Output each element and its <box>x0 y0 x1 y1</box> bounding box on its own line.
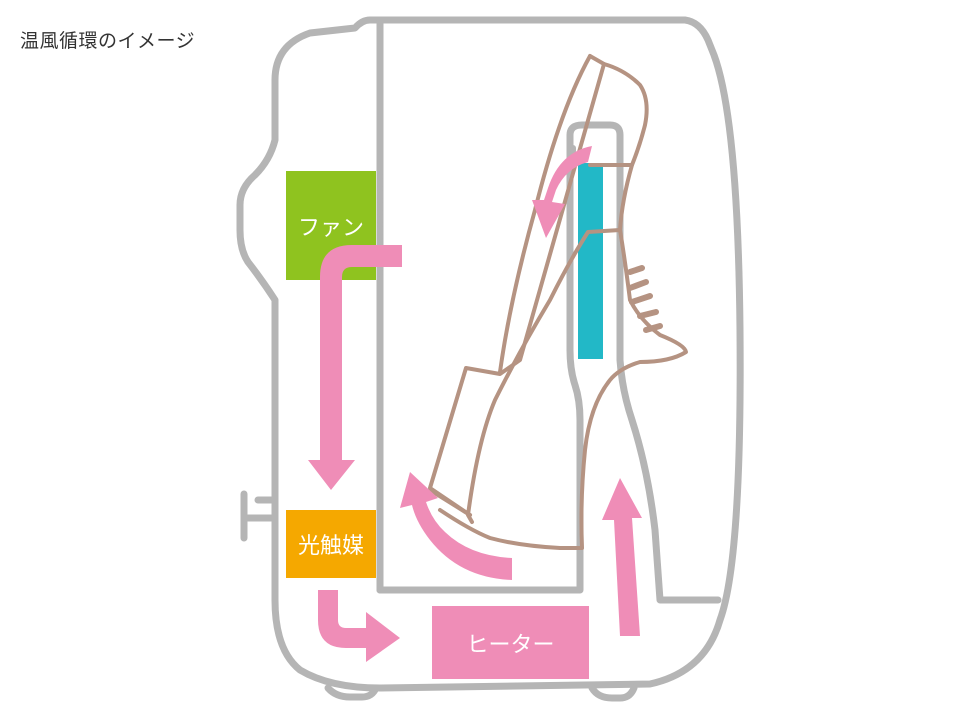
airflow-arrow-up <box>602 478 642 636</box>
airflow-arrows <box>308 146 642 662</box>
shoe-outline <box>428 54 688 550</box>
device-housing <box>236 16 744 702</box>
sensor-bar <box>578 163 603 359</box>
airflow-arrow-toe-down <box>532 146 592 238</box>
photocatalyst-label: 光触媒 <box>297 534 364 559</box>
airflow-arrow-fan-down <box>308 245 402 490</box>
fan-label: ファン <box>297 215 364 241</box>
diagram-title: 温風循環のイメージ <box>20 30 196 52</box>
heater-label: ヒーター <box>466 632 555 658</box>
photocatalyst-box <box>286 510 376 578</box>
heater-box <box>432 606 589 679</box>
airflow-arrow-to-heater <box>318 590 400 662</box>
airflow-arrow-curve-into-shoe <box>400 472 512 580</box>
